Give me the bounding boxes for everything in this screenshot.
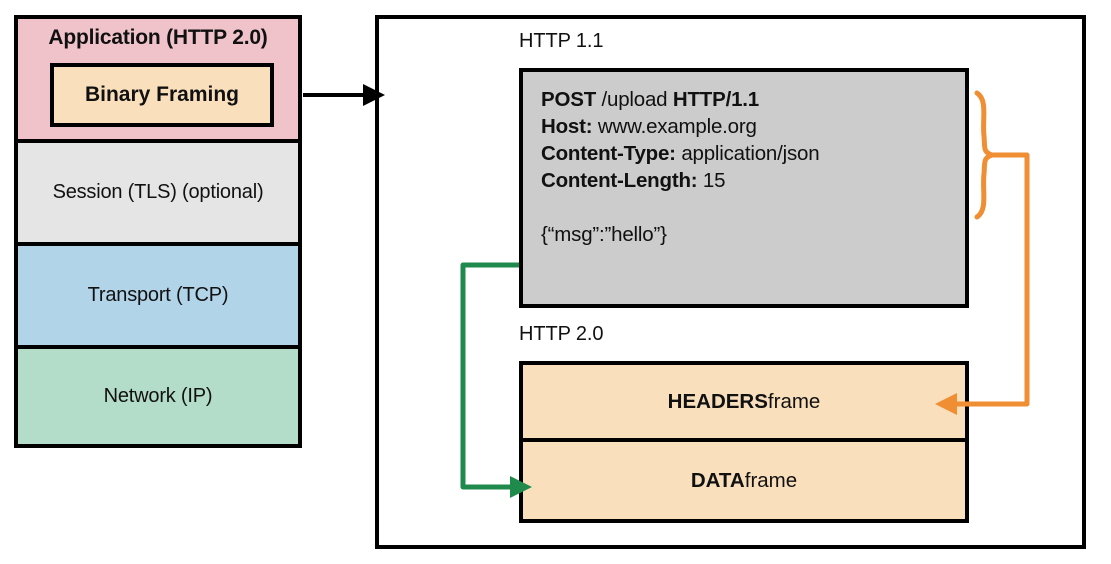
- http11-path: /upload: [601, 88, 668, 111]
- stack-layer-session: Session (TLS) (optional): [18, 143, 298, 246]
- http11-header-host: Host: www.example.org: [541, 113, 965, 140]
- stack-layer-transport: Transport (TCP): [18, 246, 298, 349]
- http11-header-host-name: Host:: [541, 115, 593, 138]
- stack-layer-network: Network (IP): [18, 349, 298, 444]
- http11-message-box: POST /upload HTTP/1.1 Host: www.example.…: [519, 68, 969, 308]
- http11-header-content-length: Content-Length: 15: [541, 167, 965, 194]
- headers-frame-suffix: frame: [767, 389, 821, 413]
- http11-method: POST: [541, 88, 597, 111]
- black-arrow-connector: [303, 84, 385, 106]
- http11-header-content-type: Content-Type: application/json: [541, 140, 965, 167]
- http11-header-host-value: www.example.org: [597, 115, 757, 138]
- http11-caption: HTTP 1.1: [519, 30, 604, 52]
- http11-body: {“msg”:”hello”}: [541, 223, 667, 246]
- data-frame: DATA frame: [523, 442, 965, 519]
- binary-framing-box: Binary Framing: [50, 63, 274, 127]
- headers-frame-name: HEADERS: [667, 389, 768, 413]
- headers-frame: HEADERS frame: [523, 365, 965, 442]
- http20-frames-box: HEADERS frame DATA frame: [519, 361, 969, 523]
- binary-framing-label: Binary Framing: [84, 83, 240, 106]
- stack-layer-transport-label: Transport (TCP): [87, 284, 229, 306]
- http11-request-line: POST /upload HTTP/1.1: [541, 86, 965, 113]
- http11-header-content-type-name: Content-Type:: [541, 142, 676, 165]
- stack-layer-network-label: Network (IP): [103, 385, 213, 407]
- http11-header-content-length-name: Content-Length:: [541, 169, 698, 192]
- data-frame-name: DATA: [690, 468, 745, 492]
- data-frame-suffix: frame: [744, 468, 798, 492]
- http11-header-content-type-value: application/json: [681, 142, 820, 165]
- stack-layer-application-label: Application (HTTP 2.0): [48, 26, 268, 49]
- http20-caption: HTTP 2.0: [519, 323, 604, 345]
- protocol-stack: Application (HTTP 2.0) Session (TLS) (op…: [14, 15, 302, 448]
- http11-header-content-length-value: 15: [702, 169, 726, 192]
- http11-version: HTTP/1.1: [672, 88, 759, 111]
- stack-layer-session-label: Session (TLS) (optional): [52, 181, 264, 203]
